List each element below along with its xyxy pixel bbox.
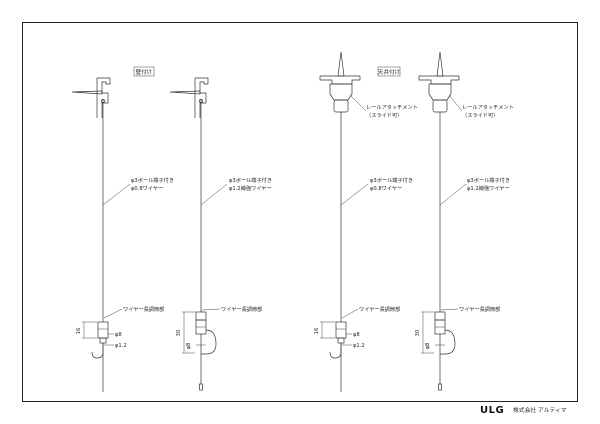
brand-logo: ULG bbox=[480, 405, 504, 416]
wire-label-2b: φ1.2補強ワイヤー bbox=[229, 184, 272, 192]
wire-label-4b: φ1.2補強ワイヤー bbox=[467, 184, 510, 192]
ceiling-hook-assembly-2 bbox=[418, 51, 467, 391]
ceiling-hook-assembly-1 bbox=[319, 51, 369, 392]
ceiling-mount-tag-text: 天井付け bbox=[378, 68, 401, 76]
dim-30-b: 30 bbox=[415, 330, 421, 337]
wall-hook-assembly-1 bbox=[71, 77, 131, 392]
adjuster-label-3: ワイヤー長調節部 bbox=[359, 305, 400, 313]
wire-label-3b: φ0.8ワイヤー bbox=[370, 185, 402, 192]
dim-phi12-a: φ1.2 bbox=[115, 343, 127, 349]
wire-label-1a: φ3ボール端子付き bbox=[131, 176, 174, 184]
sheet-border bbox=[22, 22, 578, 402]
wire-label-2a: φ3ボール端子付き bbox=[229, 176, 272, 184]
dim-30-a: 30 bbox=[176, 330, 182, 337]
dim-phi12-b: φ1.2 bbox=[353, 343, 365, 349]
adjuster-label-2: ワイヤー長調節部 bbox=[221, 305, 262, 313]
wall-mount-tag-text: 壁付け bbox=[136, 68, 153, 76]
ceiling-mount-tag: 天井付け bbox=[377, 66, 401, 77]
rail-attachment-label-1a: レールアタッチメント bbox=[366, 103, 418, 111]
dim-16-a: 16 bbox=[76, 328, 82, 335]
wire-label-3a: φ3ボール端子付き bbox=[370, 176, 413, 184]
rail-attachment-label-1b: （スライド可） bbox=[366, 112, 402, 119]
dim-phi8-d: φ8 bbox=[425, 343, 431, 350]
rail-attachment-label-2b: （スライド可） bbox=[462, 112, 498, 119]
dim-phi8-c: φ8 bbox=[353, 332, 360, 338]
adjuster-label-1: ワイヤー長調節部 bbox=[123, 305, 164, 313]
wire-label-1b: φ0.8ワイヤー bbox=[131, 185, 163, 192]
wall-hook-assembly-2 bbox=[169, 77, 228, 391]
company-name: 株式会社 アルティマ bbox=[513, 406, 567, 414]
adjuster-label-4: ワイヤー長調節部 bbox=[459, 305, 500, 313]
dim-phi8-b: φ8 bbox=[186, 343, 192, 350]
rail-attachment-label-2a: レールアタッチメント bbox=[462, 103, 514, 111]
wire-label-4a: φ3ボール端子付き bbox=[467, 176, 510, 184]
dim-16-b: 16 bbox=[314, 328, 320, 335]
wall-mount-tag: 壁付け bbox=[133, 66, 155, 77]
dim-phi8-a: φ8 bbox=[115, 332, 122, 338]
